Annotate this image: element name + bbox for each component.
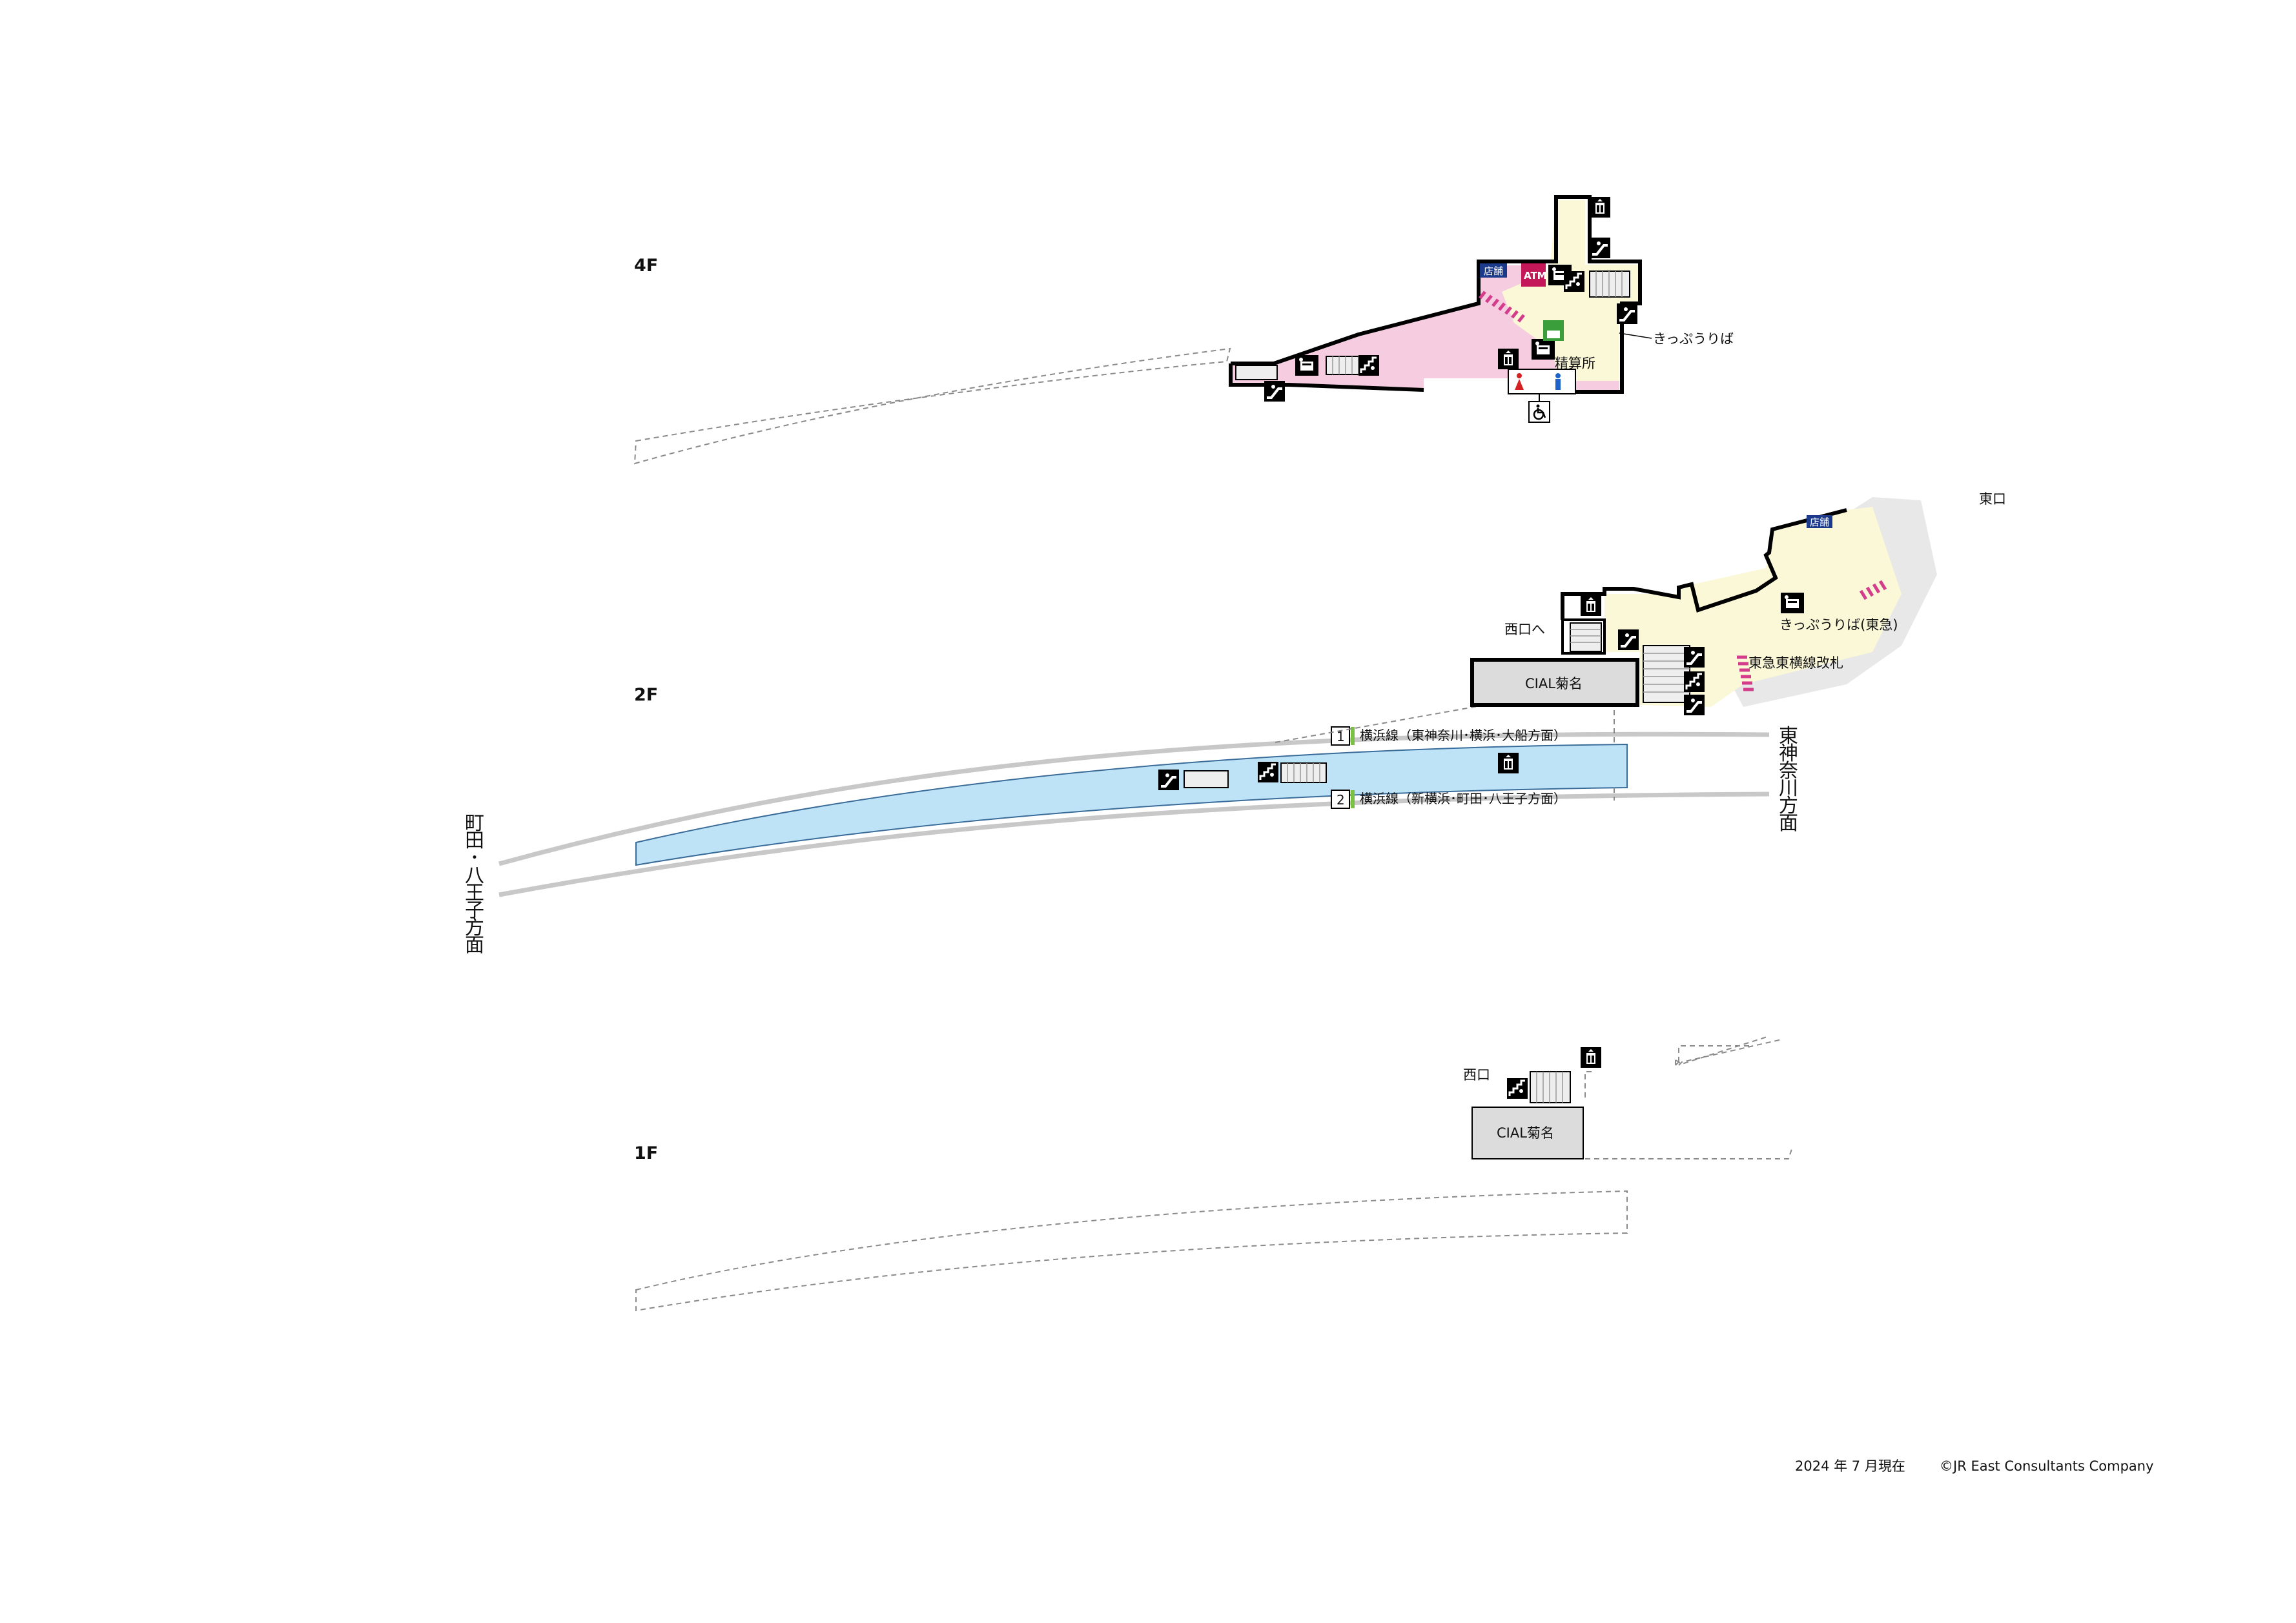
escalator-icon [1263,380,1286,403]
west-exit-label: 西口 [1463,1067,1490,1083]
elevator-icon [1498,349,1519,369]
direction-glyph: 面 [465,934,484,957]
escalator-icon [1588,236,1612,260]
platform-outline-1f [635,1190,1628,1312]
platform-outline-4f [633,347,1231,465]
ticket-machine-icon [1781,593,1804,613]
stairs-block-2f-concourse [1570,622,1602,652]
stairs-icon [1683,670,1706,693]
direction-glyph: 方 [465,917,484,939]
cial-label-2f: CIAL菊名 [1525,676,1583,691]
tokyu-gate-2f [1737,580,1887,691]
tokyu-gate-label: 東急東横線改札 [1748,655,1843,671]
to-west-exit-label: 西口へ [1504,622,1545,637]
east-exit-label: 東口 [1979,491,2006,507]
stairs-block-2f-east [1643,645,1690,703]
platform-2f [635,743,1628,866]
direction-glyph: 子 [465,899,484,922]
direction-glyph: 神 [1779,742,1798,765]
floor-label-1f: 1F [634,1143,658,1163]
escalator-icon [1683,646,1706,669]
track-2 [498,791,1770,897]
floor-label-4f: 4F [634,256,658,276]
direction-glyph: 八 [465,864,484,887]
station-outline-1f [1585,1039,1792,1159]
stairs-icon [1563,270,1586,293]
escalator-block-4f [1235,365,1278,380]
accessible-toilet-icon [1528,400,1551,424]
direction-glyph: 方 [1779,795,1798,817]
east-outline-1f [1584,1036,1770,1097]
ticket-machine-icon [1295,355,1318,376]
direction-glyph: 田 [465,830,484,852]
connector-lines-2f [1275,704,1615,801]
elevator-icon [1590,197,1610,218]
stairs-icon [1256,760,1280,784]
toilet-men-icon [1555,373,1561,378]
concourse-wall-2f [1561,508,1847,620]
direction-glyph: 面 [1779,812,1798,835]
shop-badge-4f [1480,263,1507,278]
platform-number-2: 2 [1337,792,1345,808]
atm-icon [1521,263,1546,287]
ticket-counter-label-4f: きっぷうりば [1653,331,1734,347]
direction-glyph: 王 [465,882,484,904]
elevator-icon [1581,1047,1601,1068]
direction-glyph: 奈 [1779,760,1798,782]
floor-label-2f: 2F [634,685,658,705]
track-1 [498,731,1770,866]
escalator-icon [1617,628,1640,651]
platform-name-1: 横浜線（東神奈川･横浜･大船方面） [1360,728,1566,743]
ticket-gate-4f [1479,291,1525,323]
elevator-icon [1581,595,1601,616]
direction-glyph: ･ [470,847,480,870]
platform-sign-2: 2 横浜線（新横浜･町田･八王子方面） [1331,790,1566,809]
toilet-women-icon [1517,373,1522,378]
footer-copyright: ©JR East Consultants Company [1940,1458,2154,1474]
stairs-block-2f [1280,762,1327,783]
fare-adjustment-label: 精算所 [1555,356,1595,371]
platform-sign-1: 1 横浜線（東神奈川･横浜･大船方面） [1331,726,1566,746]
escalator-icon [1615,302,1639,325]
toilets-4f [1508,369,1576,394]
direction-glyph: 川 [1779,777,1798,800]
direction-glyph: 東 [1779,725,1798,748]
stairs-icon [1357,354,1380,377]
fare-adjustment-machine-icon [1532,339,1555,360]
stairs-icon [1506,1077,1529,1100]
shop-badge-2f-text: 店舗 [1810,516,1829,528]
platform-number-1: 1 [1337,729,1345,744]
escalator-icon [1683,693,1706,717]
tokyu-ticket-label: きっぷうりば(東急) [1779,617,1898,633]
direction-left-label: 町田･八王子方面 [465,812,484,957]
footer-date: 2024 年 7 月現在 [1795,1458,1905,1474]
cial-building-2f [1470,658,1639,707]
escalator-icon [1157,768,1180,791]
cial-label-1f: CIAL菊名 [1497,1125,1554,1141]
escalator-block-2f [1184,770,1229,788]
shop-badge-2f [1807,515,1832,528]
shop-badge-4f-text: 店舗 [1484,265,1503,277]
elevator-icon [1498,753,1519,773]
cial-building-1f [1471,1107,1584,1159]
atm-label: ATM [1524,270,1547,281]
platform-name-2: 横浜線（新横浜･町田･八王子方面） [1360,791,1566,806]
direction-glyph: 町 [465,812,484,835]
